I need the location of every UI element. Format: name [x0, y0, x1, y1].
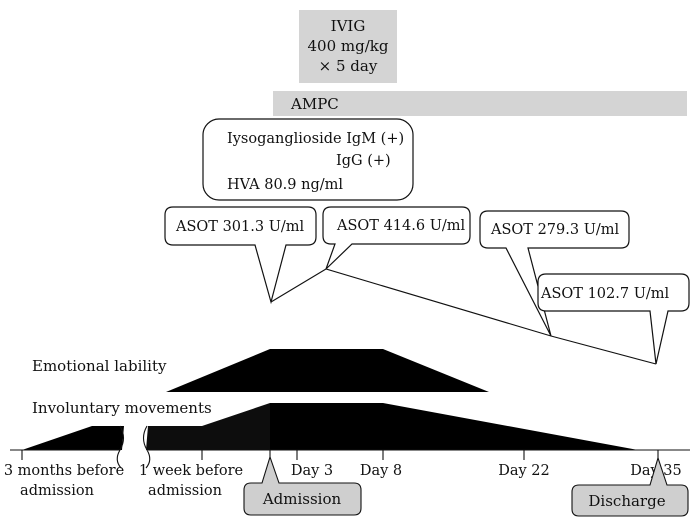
asot-callout-2: ASOT 414.6 U/ml: [322, 206, 471, 270]
tick-label-day3: Day 3: [291, 463, 333, 479]
ivig-line3: × 5 day: [319, 57, 378, 75]
emotional-lability-track: Emotional lability: [32, 349, 489, 392]
discharge-label: Discharge: [588, 492, 665, 510]
axis-break-right: [142, 425, 151, 469]
ampc-bar: AMPC: [273, 91, 687, 116]
ampc-label: AMPC: [290, 95, 339, 113]
asot-label-4: ASOT 102.7 U/ml: [540, 286, 670, 302]
admission-label: Admission: [262, 490, 342, 508]
tick-label-3-months-line1: 3 months before: [4, 463, 124, 479]
tick-label-1-week-line1: 1 week before: [139, 463, 243, 479]
admission-callout: Admission: [243, 455, 362, 516]
asot-label-1: ASOT 301.3 U/ml: [175, 219, 305, 235]
tick-label-day8: Day 8: [360, 463, 402, 479]
asot-label-2: ASOT 414.6 U/ml: [336, 218, 466, 234]
involuntary-post-admission-shape: [270, 403, 638, 450]
antibody-box: Iysoganglioside IgM (+) IgG (+) HVA 80.9…: [202, 118, 414, 201]
tick-label-1-week-line2: admission: [148, 483, 222, 499]
involuntary-movements-label: Involuntary movements: [32, 399, 212, 417]
ivig-line2: 400 mg/kg: [308, 37, 389, 55]
tick-label-day22: Day 22: [498, 463, 550, 479]
involuntary-pre-admission-shape: [146, 403, 270, 450]
antibody-line2: IgG (+): [336, 153, 391, 169]
timeline-labels: 3 months before admission 1 week before …: [4, 463, 682, 499]
involuntary-movements-track: Involuntary movements: [22, 399, 638, 450]
asot-label-3: ASOT 279.3 U/ml: [490, 222, 620, 238]
emotional-lability-label: Emotional lability: [32, 357, 167, 375]
ivig-box: IVIG 400 mg/kg × 5 day: [299, 10, 397, 83]
axis-break-left: [116, 425, 125, 469]
asot-trend-line: [270, 268, 657, 365]
emotional-lability-shape: [166, 349, 489, 392]
tick-label-3-months-line2: admission: [20, 483, 94, 499]
involuntary-early-shape: [22, 426, 124, 450]
ivig-line1: IVIG: [331, 17, 366, 35]
asot-callout-4: ASOT 102.7 U/ml: [537, 273, 690, 365]
timeline-axis: [10, 425, 690, 469]
discharge-callout: Discharge: [571, 456, 689, 517]
antibody-line1: Iysoganglioside IgM (+): [227, 131, 404, 147]
antibody-line3: HVA 80.9 ng/ml: [227, 177, 343, 193]
asot-callout-1: ASOT 301.3 U/ml: [164, 206, 317, 305]
